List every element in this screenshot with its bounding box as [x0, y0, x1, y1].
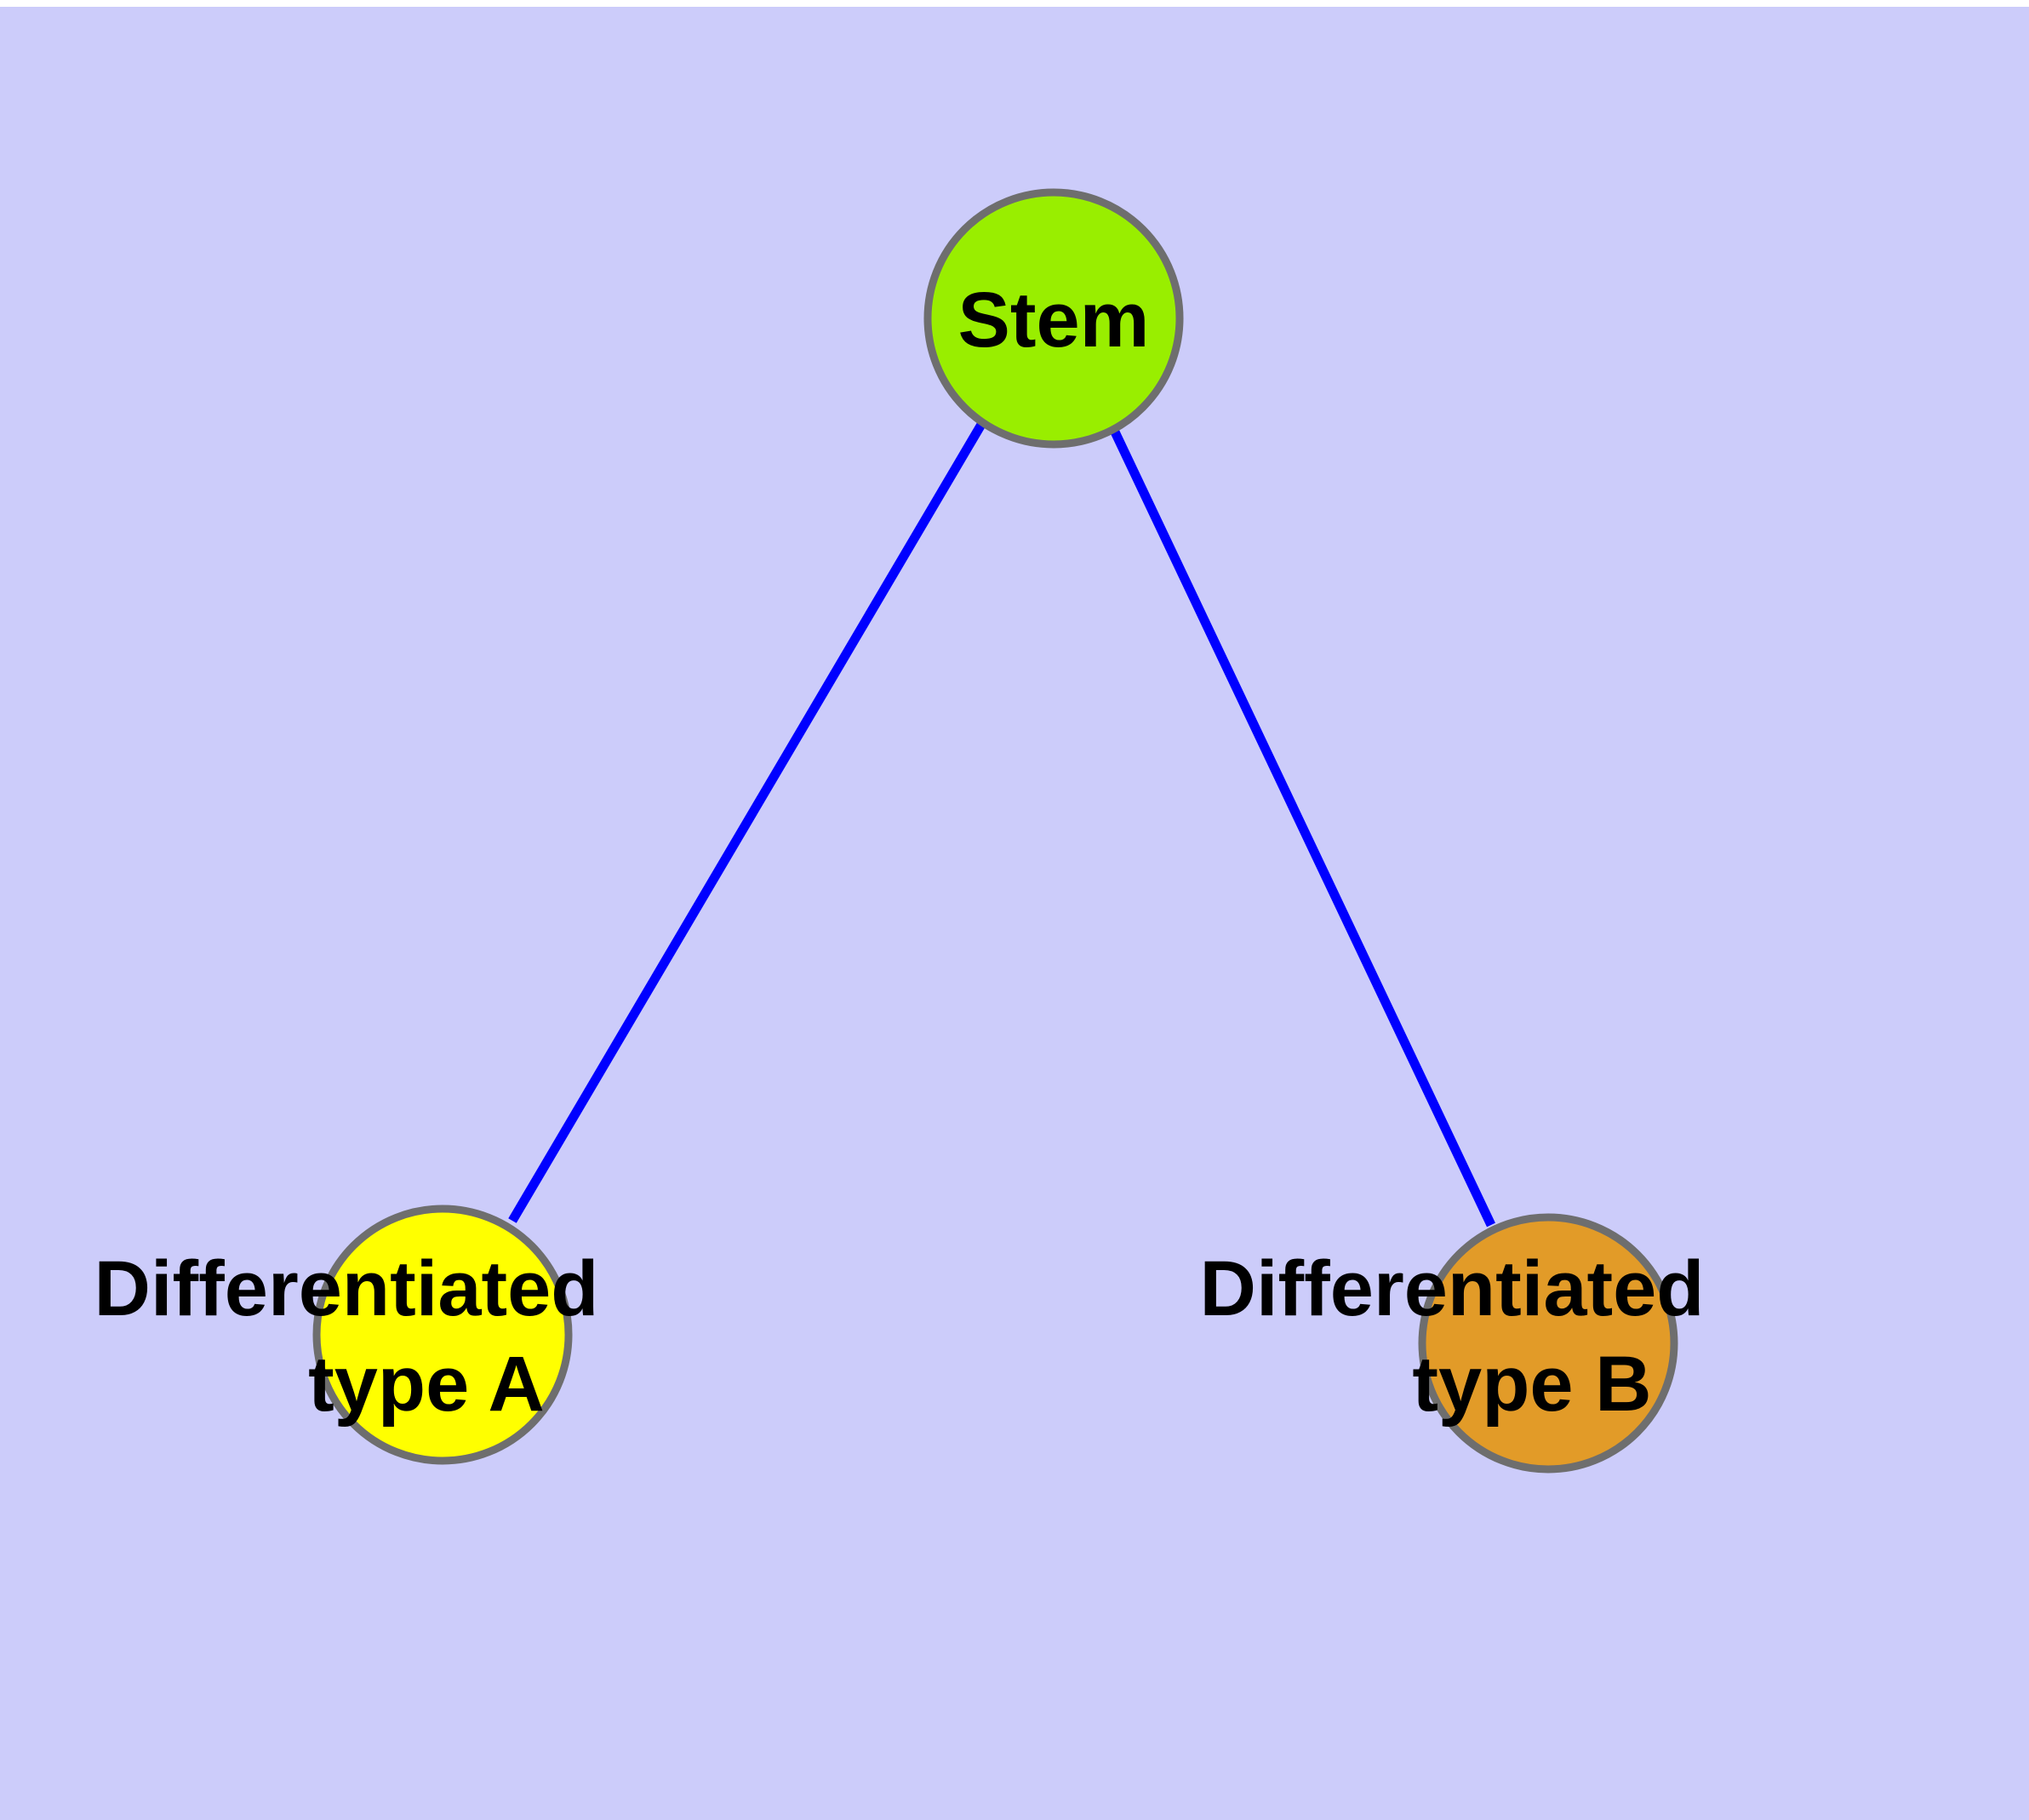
edge-stem-to-diff-a[interactable] — [508, 421, 986, 1223]
node-diff-a-label-line1: Differentiated — [94, 1245, 599, 1332]
node-stem-circle[interactable] — [923, 188, 1184, 449]
edge-stem-to-diff-b[interactable] — [1108, 424, 1495, 1228]
node-diff-b-label-line2: type B — [1412, 1341, 1651, 1428]
node-diff-a-circle[interactable] — [312, 1205, 573, 1465]
node-diff-a-label-line2: type A — [308, 1341, 545, 1428]
node-diff-b-circle[interactable] — [1418, 1213, 1678, 1474]
node-stem-label-line1: Stem — [958, 277, 1150, 363]
edge-layer — [508, 421, 1495, 1228]
node-stem[interactable] — [923, 188, 1184, 449]
node-diff-b[interactable] — [1418, 1213, 1678, 1474]
label-layer: Stem Differentiated type A Differentiate… — [94, 277, 1705, 1428]
node-diff-b-label-line1: Differentiated — [1200, 1245, 1705, 1332]
node-layer — [312, 188, 1678, 1474]
node-diff-a[interactable] — [312, 1205, 573, 1465]
